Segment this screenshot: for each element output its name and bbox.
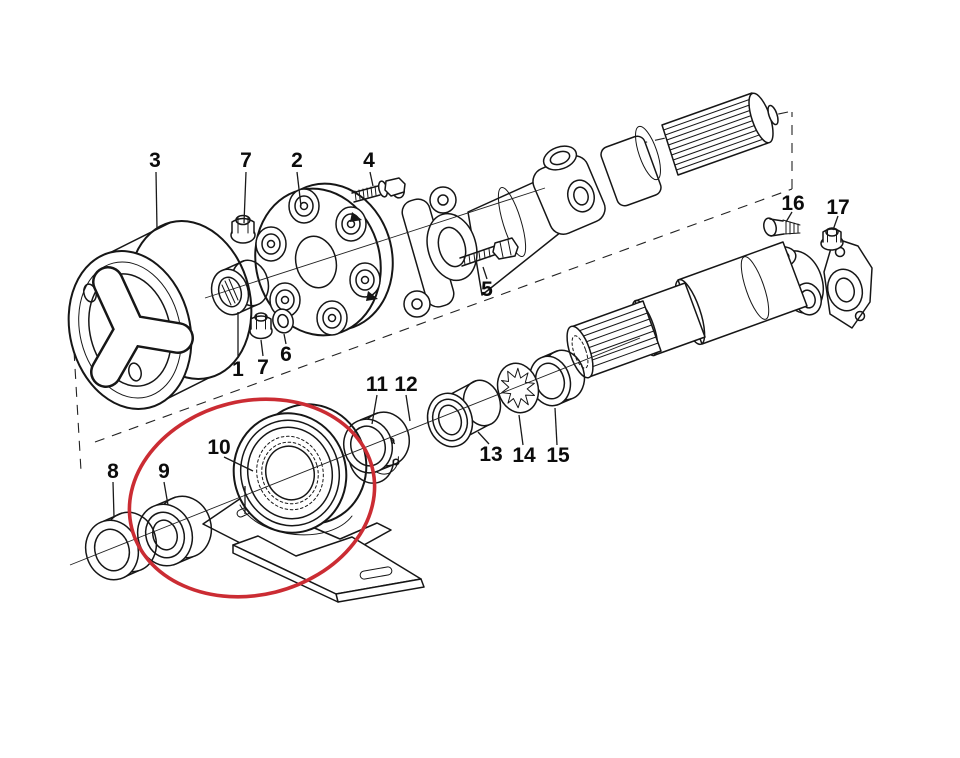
callout-17: 17	[826, 196, 850, 231]
part-17-nut	[820, 227, 844, 251]
callout-5-label: 5	[481, 278, 493, 301]
callout-11: 11	[366, 373, 389, 425]
callout-3-label: 3	[149, 149, 161, 172]
part-9-bearing	[136, 495, 213, 567]
part-5-bolt	[459, 237, 519, 267]
callout-10-label: 10	[207, 436, 230, 459]
centre-bearing-housing	[232, 403, 368, 536]
callout-11-label: 11	[366, 373, 389, 396]
callout-13-label: 13	[479, 443, 502, 466]
front-flange-fork	[391, 181, 478, 318]
part-6-washer	[272, 308, 294, 334]
callout-7-upper-label: 7	[240, 149, 252, 172]
callout-17-label: 17	[826, 196, 849, 219]
callout-8-label: 8	[107, 460, 119, 483]
callout-12: 12	[394, 373, 418, 422]
callout-9: 9	[158, 460, 170, 506]
callout-1-label: 1	[232, 358, 244, 381]
callout-9-label: 9	[158, 460, 170, 483]
callout-4-label: 4	[363, 149, 375, 172]
callout-5: 5	[481, 266, 493, 301]
part-2-flex-disc	[254, 182, 394, 337]
callouts: 3 7 2 4 1 7 6 5	[107, 149, 850, 518]
callout-1: 1	[232, 312, 244, 381]
part-7-nut-lower	[249, 312, 273, 340]
callout-6-label: 6	[280, 343, 292, 366]
part-8-ring	[84, 511, 158, 581]
front-spline-lines	[663, 97, 767, 171]
part-10-centre-mount	[202, 403, 425, 603]
callout-13: 13	[477, 431, 503, 466]
callout-6: 6	[280, 333, 292, 366]
part-1-centering-bush	[210, 259, 270, 316]
rear-driveshaft	[566, 237, 873, 379]
callout-12-label: 12	[394, 373, 417, 396]
highlight-ellipse	[127, 397, 377, 599]
callout-8: 8	[107, 460, 119, 518]
callout-2-label: 2	[291, 149, 303, 172]
callout-4: 4	[363, 149, 375, 187]
callout-14: 14	[512, 414, 536, 467]
axis-lines	[69, 187, 641, 566]
callout-16: 16	[781, 192, 805, 223]
part-4-bolt	[351, 177, 406, 203]
part-13-bushing	[426, 379, 502, 448]
callout-7-lower-label: 7	[257, 356, 269, 379]
callout-7-upper: 7	[240, 149, 252, 224]
part-14-lock-washer	[496, 362, 540, 414]
rear-spline-lines	[572, 306, 659, 370]
callout-15: 15	[546, 407, 570, 467]
callout-2: 2	[291, 149, 303, 207]
callout-16-label: 16	[781, 192, 804, 215]
part-7-nut-upper	[230, 214, 256, 244]
callout-7-lower: 7	[257, 339, 269, 379]
part-3-damper	[67, 220, 253, 410]
flex-disc-bosses	[255, 188, 381, 336]
callout-3: 3	[149, 149, 161, 230]
part-16-bolt	[763, 217, 801, 237]
front-driveshaft	[467, 92, 779, 296]
callout-10: 10	[207, 436, 254, 514]
callout-14-label: 14	[512, 444, 536, 467]
callout-15-label: 15	[546, 444, 570, 467]
